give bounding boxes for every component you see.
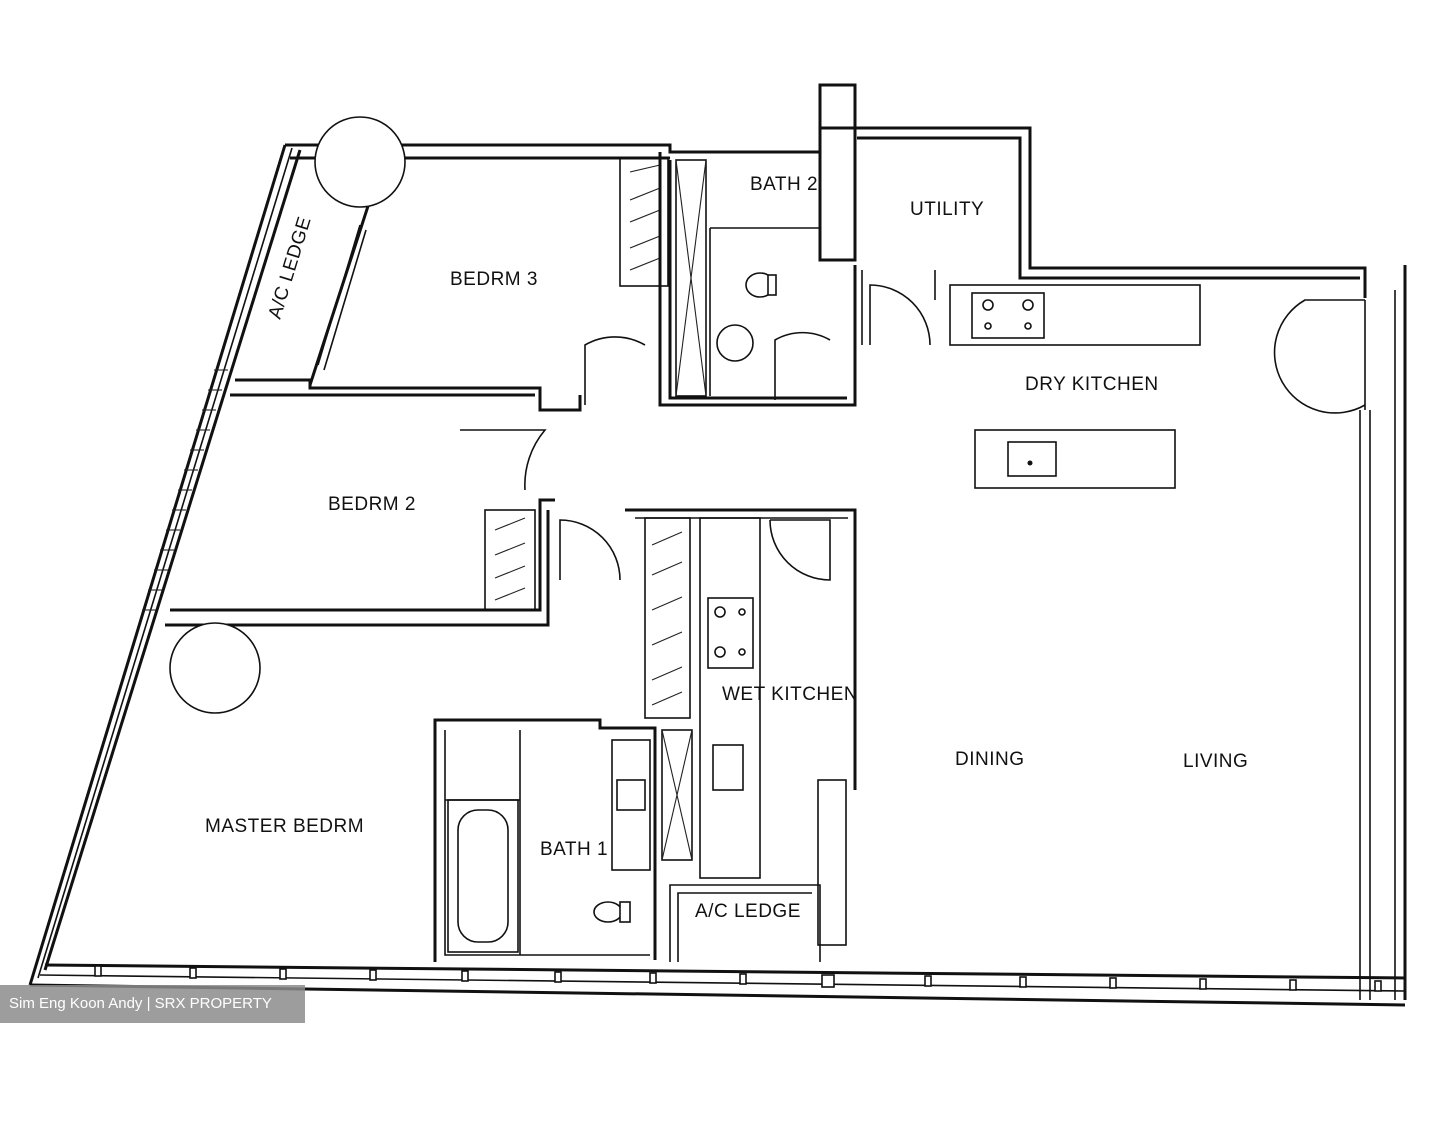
outer-walls (28, 126, 1407, 1007)
watermark-caption: Sim Eng Koon Andy | SRX PROPERTY (0, 985, 305, 1023)
bath-1-label: BATH 1 (540, 839, 608, 860)
dining-label: DINING (955, 749, 1025, 770)
bedroom-2: BEDRM 2 (165, 494, 555, 627)
master-bedroom-label: MASTER BEDRM (205, 816, 364, 837)
wet-kitchen: WET KITCHEN (625, 508, 858, 946)
bedroom-3: BEDRM 3 (230, 157, 669, 412)
dry-kitchen-label: DRY KITCHEN (1025, 374, 1159, 395)
bedroom-2-label: BEDRM 2 (328, 494, 416, 515)
bottom-facade-mullions (94, 965, 1382, 992)
ac-ledge-left-label: A/C LEDGE (265, 214, 316, 321)
bath-2-label: BATH 2 (750, 174, 818, 195)
corridor-doors (460, 429, 621, 581)
wet-kitchen-label: WET KITCHEN (722, 684, 858, 705)
column-circle-top (314, 116, 406, 208)
bath-2: BATH 2 (658, 83, 857, 407)
left-facade-hatch (142, 369, 228, 611)
bath-1: BATH 1 (433, 718, 693, 962)
dry-kitchen: DRY KITCHEN (949, 284, 1366, 489)
column-circle-bottom (169, 622, 261, 714)
living-label: LIVING (1183, 751, 1248, 772)
bedroom-3-label: BEDRM 3 (450, 269, 538, 290)
ac-ledge-bottom-label: A/C LEDGE (695, 901, 801, 922)
ac-ledge-upper: A/C LEDGE (265, 116, 406, 386)
dining-living: DINING LIVING (955, 749, 1248, 772)
master-bedroom: MASTER BEDRM (169, 622, 364, 837)
utility: UTILITY (861, 199, 984, 346)
utility-label: UTILITY (910, 199, 984, 220)
ac-ledge-bottom: A/C LEDGE (669, 884, 821, 962)
